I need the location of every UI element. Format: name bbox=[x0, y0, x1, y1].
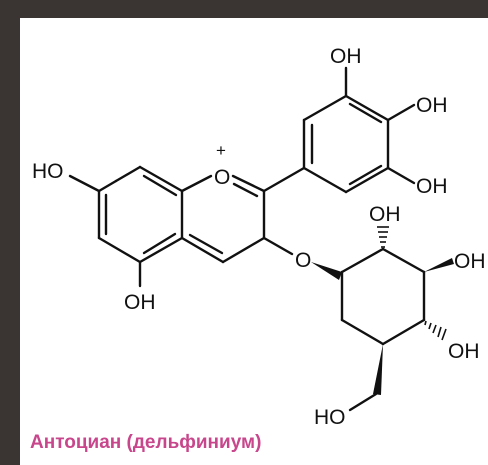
bond-lines bbox=[68, 66, 426, 412]
positive-charge-label: + bbox=[216, 141, 226, 160]
oh-label-top: OH bbox=[330, 45, 362, 68]
ho-label-sugar-bottom: HO bbox=[314, 406, 346, 429]
structure-panel: OH OH OH HO O + OH O OH OH OH HO Антоциа… bbox=[20, 18, 488, 465]
oh-label-right-lower: OH bbox=[416, 175, 448, 198]
molecule-caption: Антоциан (дельфиниум) bbox=[30, 432, 262, 453]
ho-label-left: HO bbox=[32, 160, 64, 183]
oh-label-bottom-left: OH bbox=[124, 291, 156, 314]
oh-label-sugar-top: OH bbox=[369, 203, 401, 226]
delphinidin-structure-diagram: OH OH OH HO O + OH O OH OH OH HO bbox=[32, 45, 486, 429]
hashed-bonds bbox=[377, 226, 447, 341]
oh-label-right-upper: OH bbox=[416, 94, 448, 117]
oh-label-sugar-right: OH bbox=[454, 250, 486, 273]
oxonium-o-label: O bbox=[214, 166, 230, 189]
wedge-bonds bbox=[311, 258, 454, 395]
oh-label-sugar-lower-right: OH bbox=[448, 340, 480, 363]
ether-o-label: O bbox=[295, 249, 311, 272]
